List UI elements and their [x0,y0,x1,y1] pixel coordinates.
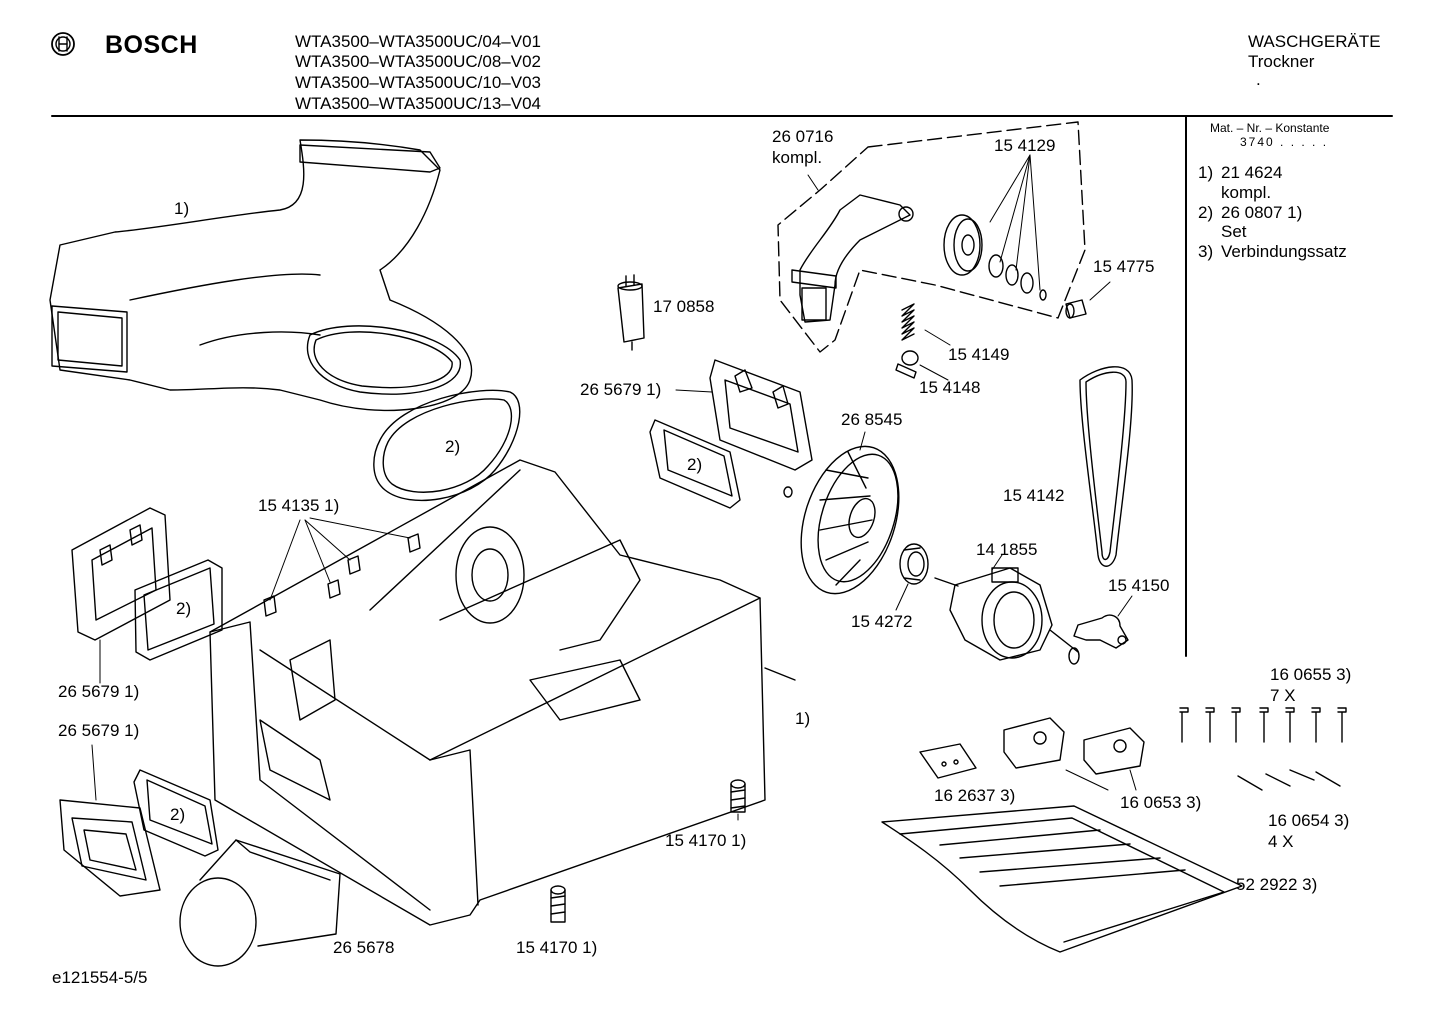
fan-wheel-drawing [784,434,917,606]
part-label-265679-left: 26 5679 1) [58,682,140,701]
document-id: e121554-5/5 [52,968,148,987]
part-label-seal-left: 2) [176,599,192,618]
tensioner-bracket-drawing [792,195,913,322]
oval-seal-drawing [374,390,520,500]
part-label-160655-qty: 7 X [1270,686,1296,705]
legend-note-3-num: 3) [1198,242,1214,261]
clips-drawing [264,534,420,616]
cover-frame-low-drawing [60,800,160,896]
ring-drawing [900,544,928,584]
category-subtitle: Trockner [1248,52,1315,71]
part-label-housing: 1) [795,709,811,728]
part-label-154150: 15 4150 [1108,576,1170,595]
spring-clip-drawing [896,351,918,378]
part-label-160653: 16 0653 3) [1120,793,1202,812]
category-dot: . [1256,70,1261,89]
category-title: WASCHGERÄTE [1248,32,1381,51]
spring-drawing [902,304,914,340]
drive-belt-drawing [1080,367,1132,566]
cover-frame-mid-drawing [710,360,812,470]
legend-note-1-sub: kompl. [1221,183,1272,202]
part-label-160655: 16 0655 3) [1270,665,1352,684]
legend-note-2-text: 26 0807 1) [1221,203,1303,222]
leader-lines [92,155,1136,820]
capacitor-drawing [618,275,644,350]
dryer-base-housing-drawing [210,460,795,925]
legend-note-1-text: 21 4624 [1221,163,1283,182]
part-label-seal-mid: 2) [687,455,703,474]
part-label-265678: 26 5678 [333,938,395,957]
part-label-154142: 15 4142 [1003,486,1065,505]
part-label-268545: 26 8545 [841,410,903,429]
seal-low-drawing [134,770,218,856]
model-line-4: WTA3500–WTA3500UC/13–V04 [295,94,541,113]
legend-note-2-num: 2) [1198,203,1214,222]
part-label-seal-oval: 2) [445,437,461,456]
part-label-duct: 1) [174,199,190,218]
hinges-drawing [1004,718,1144,774]
legend-note-1-num: 1) [1198,163,1214,182]
screws-small-drawing [1238,770,1340,790]
motor-drawing [935,568,1079,664]
brand-wordmark: BOSCH [105,31,198,59]
part-label-160654: 16 0654 3) [1268,811,1350,830]
part-label-141855: 14 1855 [976,540,1038,559]
manual-drawing [882,806,1242,952]
part-label-154775: 15 4775 [1093,257,1155,276]
bosch-logo-icon [52,33,74,55]
part-label-154148: 15 4148 [919,378,981,397]
seal-left-drawing [135,560,222,660]
mat-nr-value: 3740 . . . . . [1240,135,1329,149]
mat-nr-label: Mat. – Nr. – Konstante [1210,121,1330,135]
part-label-170858: 17 0858 [653,297,715,316]
seal-mid-drawing [650,420,740,508]
part-label-260716-sub: kompl. [772,148,823,167]
part-label-522922: 52 2922 3) [1236,875,1318,894]
screws-set-drawing [1180,708,1346,742]
model-line-3: WTA3500–WTA3500UC/10–V03 [295,73,541,92]
part-label-154129: 15 4129 [994,136,1056,155]
part-label-154272: 15 4272 [851,612,913,631]
plate-drawing [920,744,976,778]
part-label-265679-low: 26 5679 1) [58,721,140,740]
cover-frame-left-drawing [72,508,170,640]
legend-note-3-text: Verbindungssatz [1221,242,1347,261]
duct-adapter-drawing [180,840,340,966]
model-line-2: WTA3500–WTA3500UC/08–V02 [295,52,541,71]
part-label-260716: 26 0716 [772,127,834,146]
screw-right-drawing [731,780,745,812]
part-label-265679-mid: 26 5679 1) [580,380,662,399]
part-label-154149: 15 4149 [948,345,1010,364]
pulley-drawing [944,215,1046,300]
air-duct-drawing [50,140,472,410]
model-line-1: WTA3500–WTA3500UC/04–V01 [295,32,541,51]
legend-note-2-sub: Set [1221,222,1247,241]
assembly-outline [778,122,1085,352]
pin-drawing [1066,300,1086,318]
part-label-154135: 15 4135 1) [258,496,340,515]
part-label-154170-bottom: 15 4170 1) [516,938,598,957]
part-label-162637: 16 2637 3) [934,786,1016,805]
part-label-154170-right: 15 4170 1) [665,831,747,850]
part-label-seal-low: 2) [170,805,186,824]
screw-bottom-drawing [551,886,565,922]
part-label-160654-qty: 4 X [1268,832,1294,851]
motor-bracket-drawing [1074,615,1128,648]
